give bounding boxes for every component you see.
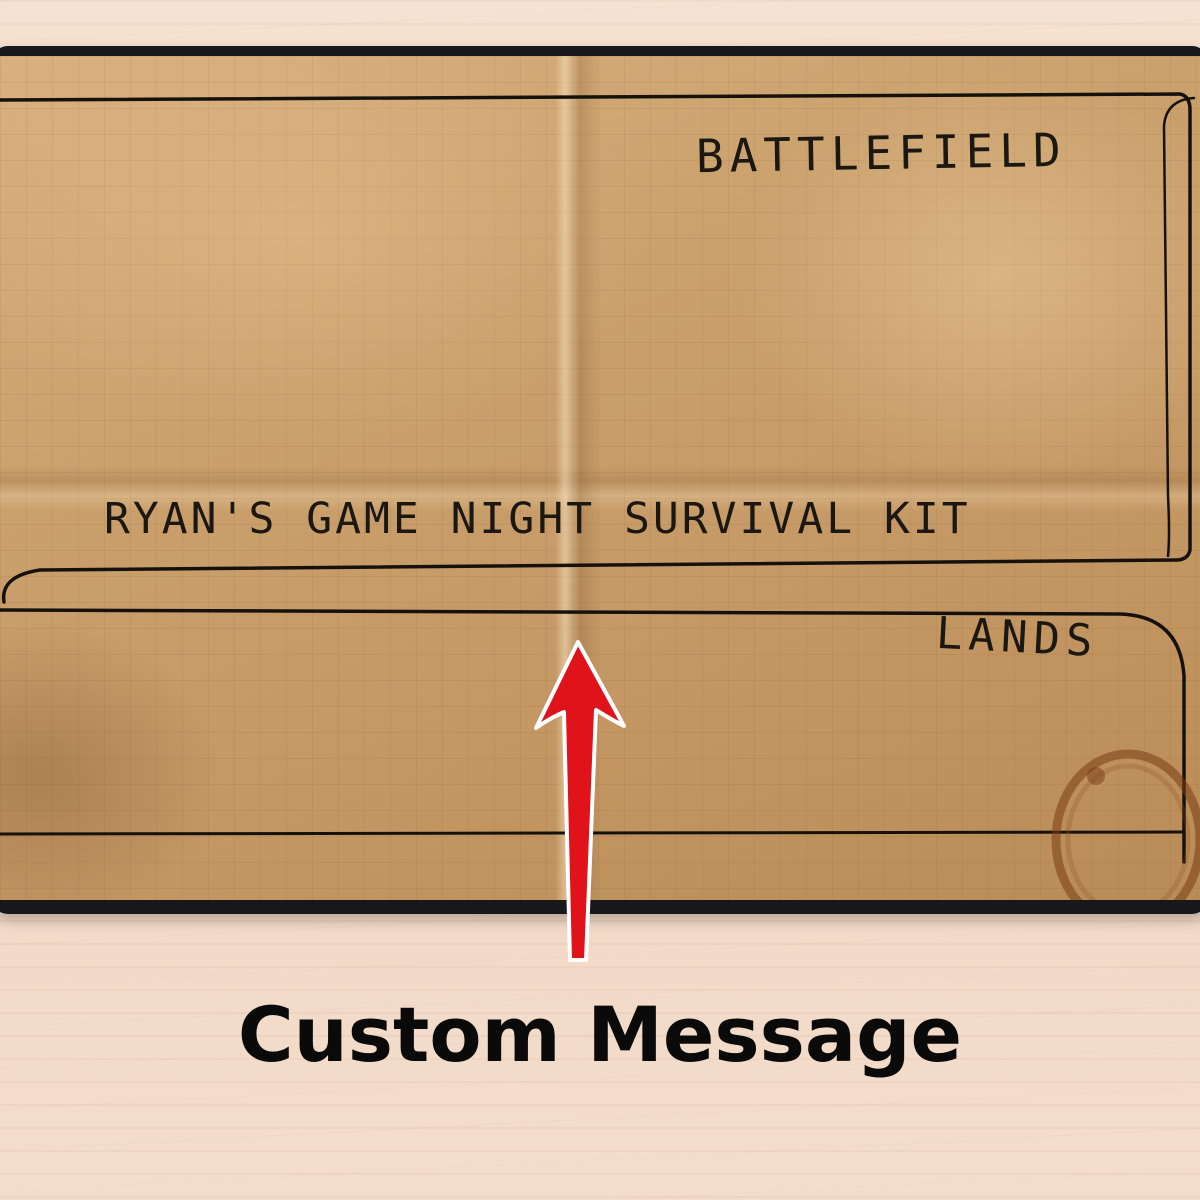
caption-custom-message: Custom Message [237, 990, 963, 1079]
cardboard-playmat: BATTLEFIELD LANDS RYAN'S GAME NIGHT SURV… [0, 56, 1200, 900]
lands-zone-label: LANDS [934, 607, 1100, 668]
up-arrow-icon [534, 640, 626, 962]
battlefield-zone-label: BATTLEFIELD [695, 122, 1068, 184]
coffee-stain-icon [1051, 749, 1200, 900]
battlefield-zone-inner-edge [1162, 96, 1196, 558]
lands-zone-outline [0, 608, 1186, 864]
zone-outlines [0, 92, 1200, 900]
custom-message-text: RYAN'S GAME NIGHT SURVIVAL KIT [104, 494, 971, 544]
